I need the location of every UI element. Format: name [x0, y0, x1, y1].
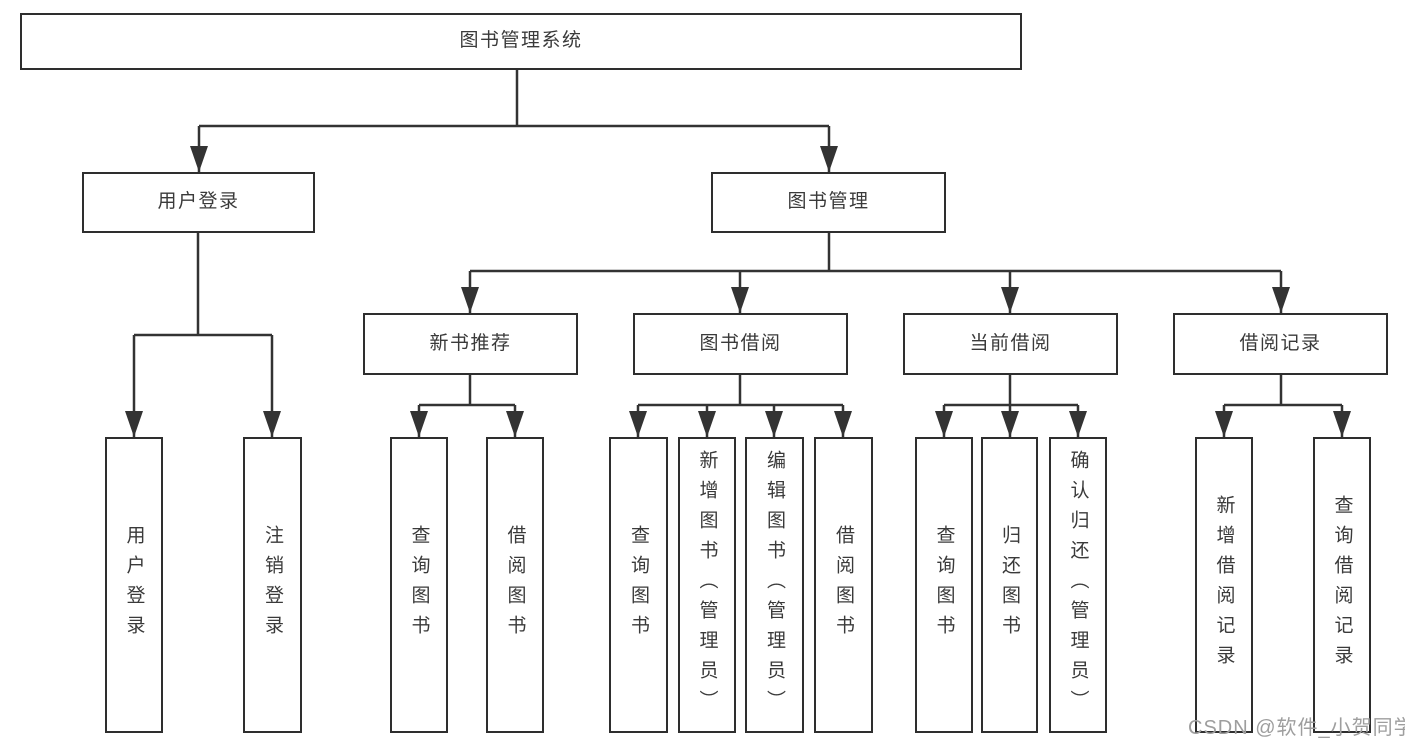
node-book-management-branch: 图书管理 [711, 172, 946, 233]
leaf-logout: 注销登录 [243, 437, 302, 733]
node-book-borrowing: 图书借阅 [633, 313, 848, 375]
leaf-newbook-query-books: 查询图书 [390, 437, 448, 733]
node-user-login-branch: 用户登录 [82, 172, 315, 233]
leaf-borrowing-query-books: 查询图书 [609, 437, 668, 733]
leaf-current-query-books: 查询图书 [915, 437, 973, 733]
leaf-borrowing-borrow-books: 借阅图书 [814, 437, 873, 733]
leaf-current-confirm-return-admin: 确认归还（管理员） [1049, 437, 1107, 733]
node-current-borrowing: 当前借阅 [903, 313, 1118, 375]
leaf-current-return-books: 归还图书 [981, 437, 1038, 733]
connector-edges [132, 69, 1344, 437]
node-new-book-recommendation: 新书推荐 [363, 313, 578, 375]
arrowhead-icons [125, 146, 1351, 437]
leaf-user-login: 用户登录 [105, 437, 163, 733]
leaf-borrowing-edit-books-admin: 编辑图书（管理员） [745, 437, 804, 733]
node-library-management-system: 图书管理系统 [20, 13, 1022, 70]
leaf-newbook-borrow-books: 借阅图书 [486, 437, 544, 733]
leaf-records-add-record: 新增借阅记录 [1195, 437, 1253, 733]
leaf-records-query-record: 查询借阅记录 [1313, 437, 1371, 733]
node-borrowing-records: 借阅记录 [1173, 313, 1388, 375]
csdn-watermark: CSDN @软件_小贺同学 [1188, 717, 1405, 739]
leaf-borrowing-add-books-admin: 新增图书（管理员） [678, 437, 736, 733]
